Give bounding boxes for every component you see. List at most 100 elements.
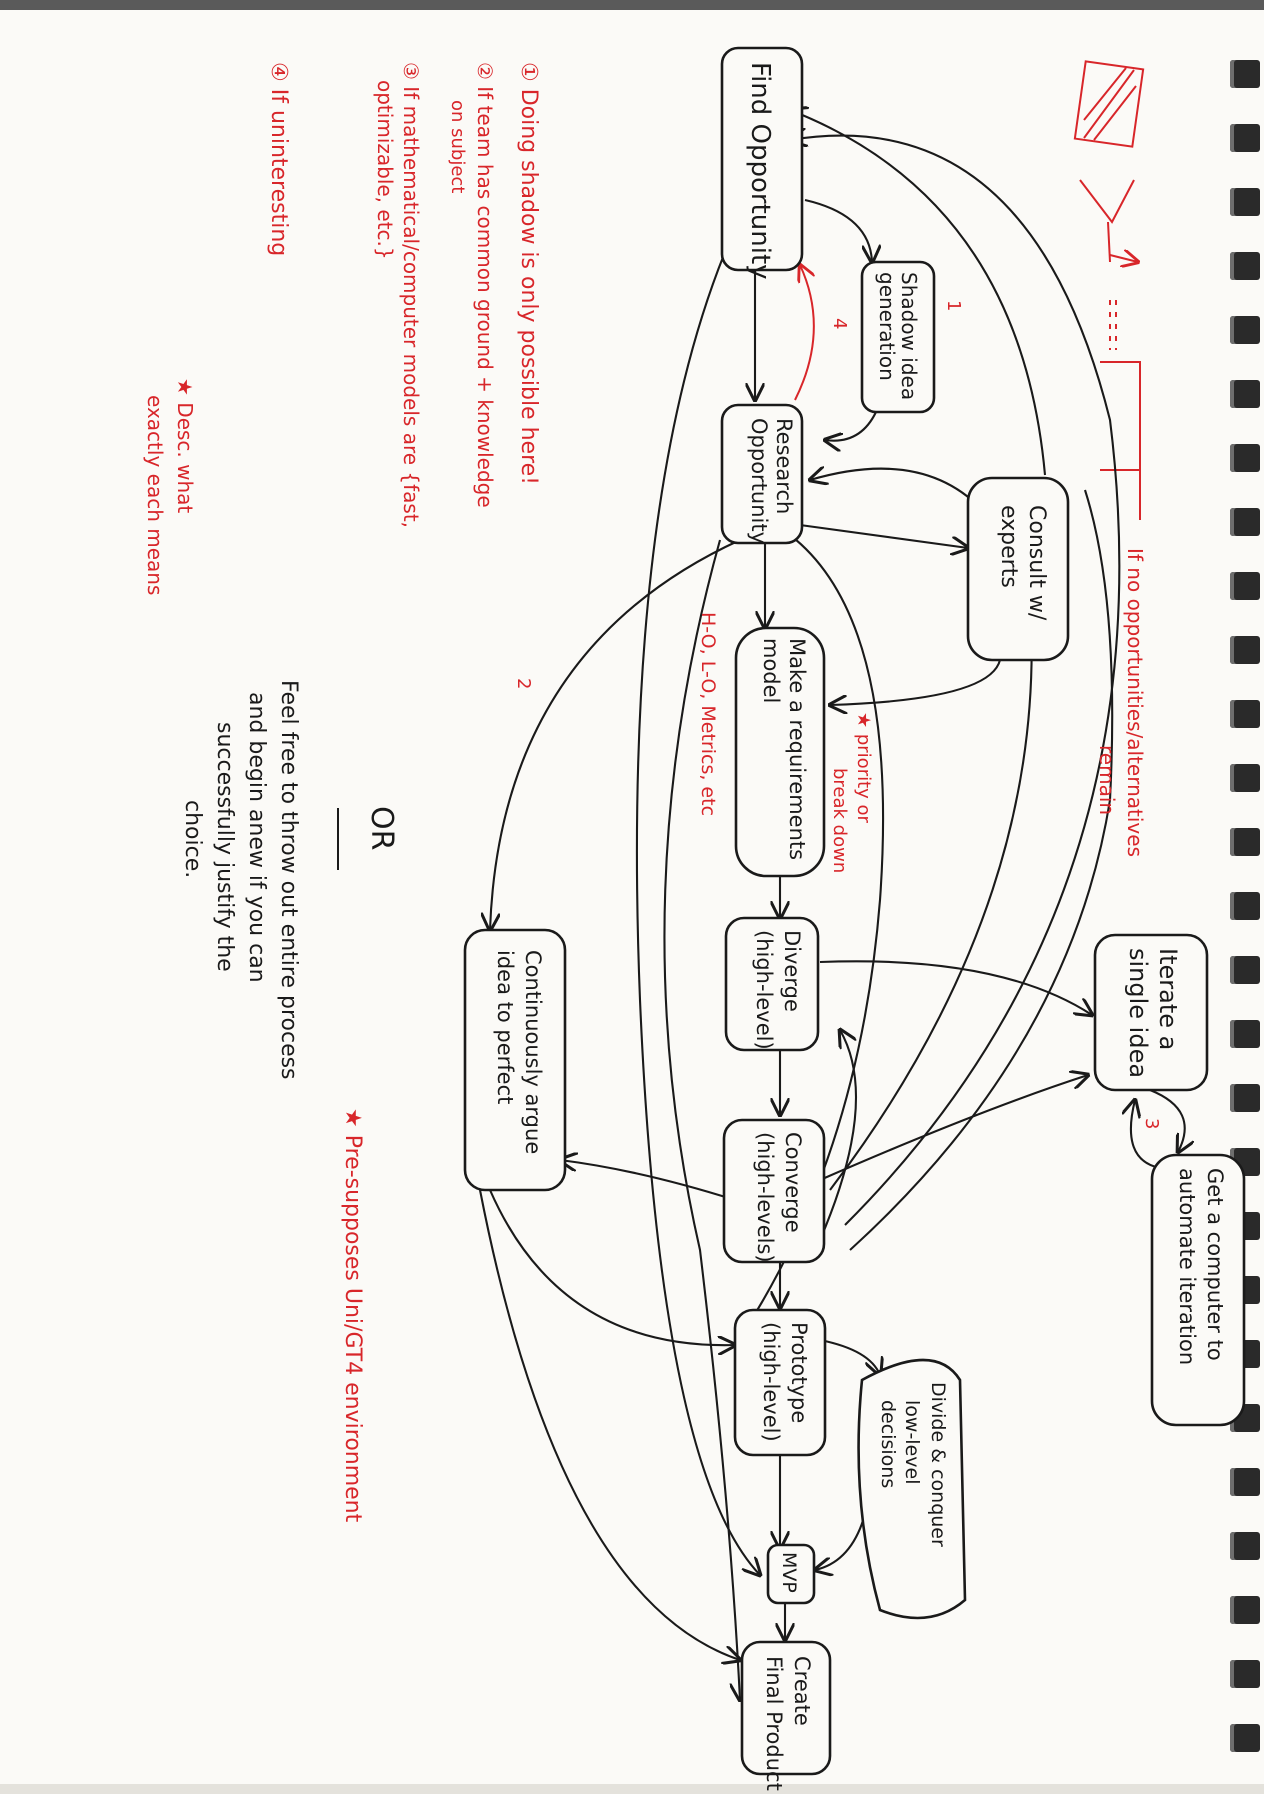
edge-find-to-shadow [804,198,872,262]
binding-hole [1230,380,1260,408]
body-line-3: successfully justify the [212,722,237,972]
marker-2: 2 [513,678,534,689]
node-final-product: Create Final Product [740,1640,832,1791]
node-research-opportunity: Research Opportunity [720,403,804,545]
edge-find-to-mvp [635,239,760,1575]
binding-hole [1230,700,1260,728]
node-continuously-argue: Continuously argue idea to perfect [463,928,567,1192]
node-label: automate iteration [1175,1168,1199,1365]
node-label: (high-level) [752,930,776,1050]
node-computer-automate: Get a computer to automate iteration [1150,1153,1246,1427]
note-2-cont: on subject [447,100,468,193]
node-iterate: Iterate a single idea [1093,933,1209,1092]
body-line-4: choice. [180,800,205,878]
note-priority: ★ priority or [853,712,874,824]
edge-consult-to-requirements [830,659,1002,705]
node-label: Continuously argue [521,950,545,1154]
node-shadow-idea: Shadow idea generation [860,260,936,414]
node-label: Converge [781,1132,805,1233]
edge-argue-to-prototype [489,1189,735,1345]
body-line-1: Feel free to throw out entire process [276,680,301,1080]
node-prototype: Prototype (high-level) [733,1308,827,1457]
red-sketch-doodle [1073,60,1145,520]
node-label: Final Product [762,1656,786,1791]
edge-iterate-to-computer [1149,1089,1185,1152]
binding-hole [1230,60,1260,88]
edge-converge-to-iterate [819,1075,1088,1181]
node-label: Shadow idea [897,272,921,400]
node-label: model [759,638,783,703]
edge-research-to-consult [799,523,968,548]
binding-hole [1230,636,1260,664]
edge-diverge-to-iterate [819,960,1092,1015]
node-label: Consult w/ [1024,505,1049,621]
binding-hole [1230,764,1260,792]
edge-converge-to-argue [560,1160,736,1202]
note-desc-cont: exactly each means [143,395,167,595]
body-text: OR Feel free to throw out entire process… [180,680,399,1080]
node-label: Opportunity [747,418,771,544]
node-converge: Converge (high-levels) [722,1118,826,1264]
note-2: ② If team has common ground + knowledge [473,62,497,508]
binding-hole [1230,1532,1260,1560]
binding-hole [1230,124,1260,152]
edge-argue-to-final [478,1189,740,1660]
binding-hole [1230,316,1260,344]
binding-hole [1230,188,1260,216]
node-label: Iterate a [1154,948,1182,1050]
diagram-edges [478,110,1185,1700]
node-label: generation [875,272,899,381]
edge-converge-loop [849,489,1114,1251]
binding-hole [1230,1020,1260,1048]
marker-1: 1 [943,300,964,311]
node-label: Get a computer to [1203,1168,1227,1361]
node-divide-conquer: Divide & conquer low-level decisions [857,1358,967,1620]
node-label: Create [790,1656,814,1726]
node-label: Find Opportunity [745,62,775,280]
edge-converge-to-research [810,469,1033,1191]
note-presupposes: ★ Pre-supposes Uni/GT4 environment [340,1108,365,1523]
scan-bottom-border [0,1784,1264,1794]
node-label: Research [772,418,796,514]
edge-research-to-find-red [794,265,814,401]
note-priority-cont: break down [829,768,850,873]
edge-consult-to-find [790,110,1047,476]
edge-converge-to-diverge [819,1030,857,1241]
node-label: Diverge [780,930,804,1012]
edge-prototype-to-divide [819,1338,880,1375]
edge-converge-to-find [790,136,1121,1226]
node-diverge: Diverge (high-level) [724,916,820,1052]
binding-hole [1230,956,1260,984]
note-3: ③ If mathematical/computer models are {f… [399,62,423,528]
note-1: ① Doing shadow is only possible here! [516,62,541,485]
node-label: decisions [877,1400,899,1488]
binding-hole [1230,828,1260,856]
edge-computer-to-iterate [1131,1100,1161,1170]
binding-hole [1230,572,1260,600]
node-label: Make a requirements [785,638,809,860]
node-consult-experts: Consult w/ experts [966,476,1070,662]
binding-hole [1230,1468,1260,1496]
node-label: single idea [1124,948,1152,1078]
node-label: low-level [901,1400,923,1484]
edge-research-to-final [663,539,740,1700]
marker-3: 3 [1141,1118,1162,1129]
node-label: (high-level) [759,1322,783,1442]
edge-research-to-argue [490,539,741,930]
note-metrics: H-O, L-O, Metrics, etc [697,612,719,816]
note-no-opportunity-cont: remain [1095,745,1119,815]
binding-hole [1230,1084,1260,1112]
edge-shadow-to-research [825,411,877,441]
binding-hole [1230,252,1260,280]
note-no-opportunity: If no opportunities/alternatives [1123,548,1147,857]
node-label: idea to perfect [493,950,517,1104]
node-mvp: MVP [766,1543,816,1605]
binding-hole [1230,444,1260,472]
node-label: (high-levels) [753,1132,777,1263]
or-heading: OR [364,806,399,850]
node-label: experts [996,505,1021,588]
node-make-requirements: Make a requirements model [734,626,826,878]
binding-hole [1230,508,1260,536]
